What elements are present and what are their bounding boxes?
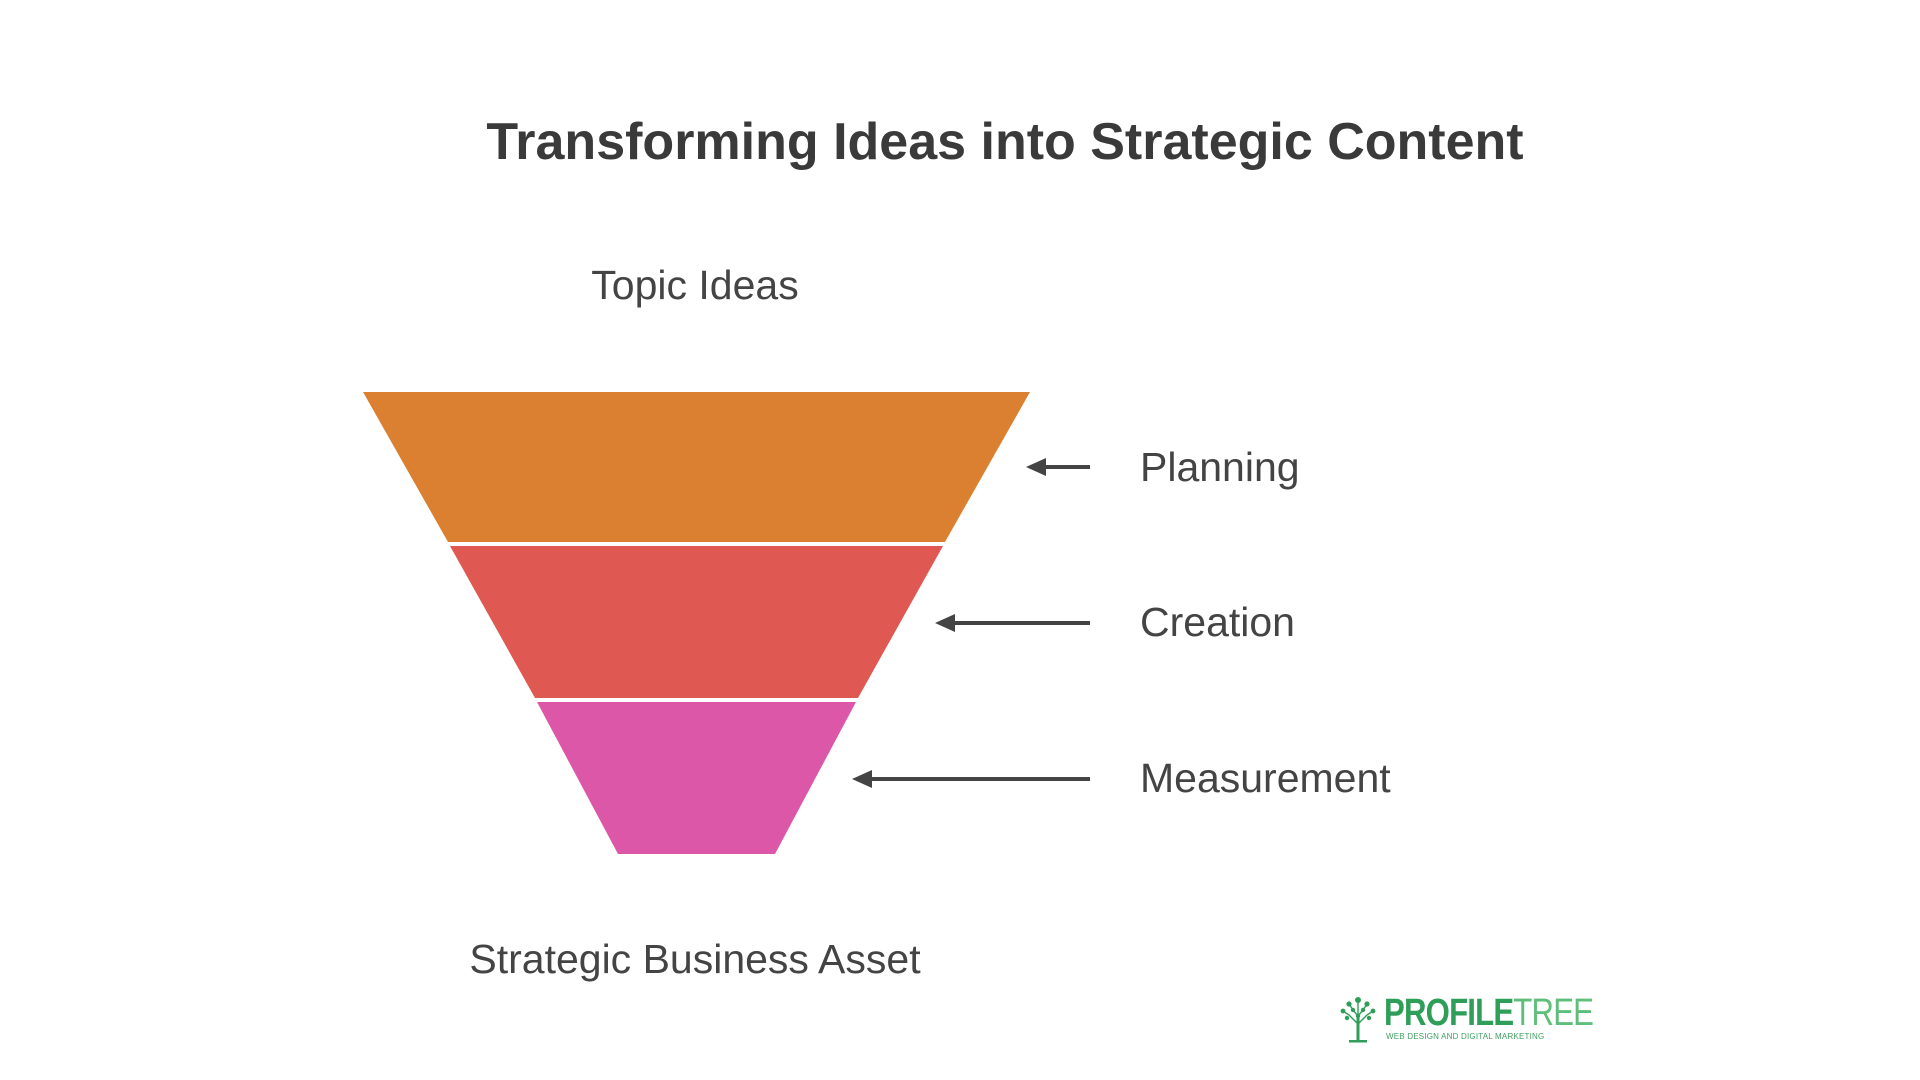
- brand-name: PROFILETREE: [1384, 992, 1594, 1034]
- brand-tagline: WEB DESIGN AND DIGITAL MARKETING: [1386, 1032, 1545, 1041]
- tree-icon: [1340, 997, 1376, 1043]
- funnel-stage-planning: [363, 392, 1030, 542]
- stage-label-planning: Planning: [1140, 444, 1300, 490]
- diagram-title: Transforming Ideas into Strategic Conten…: [486, 113, 1524, 171]
- brand-logo: PROFILETREE WEB DESIGN AND DIGITAL MARKE…: [1336, 994, 1594, 1044]
- arrow-left-icon: [852, 770, 1090, 788]
- funnel-stage-creation: [450, 546, 943, 698]
- arrow-left-icon: [935, 614, 1090, 632]
- arrow-left-icon: [1026, 458, 1090, 476]
- stage-label-creation: Creation: [1140, 599, 1295, 645]
- funnel-input-label: Topic Ideas: [591, 262, 799, 308]
- stage-label-measurement: Measurement: [1140, 755, 1391, 801]
- funnel-stage-measurement: [537, 702, 856, 854]
- funnel-output-label: Strategic Business Asset: [469, 936, 921, 982]
